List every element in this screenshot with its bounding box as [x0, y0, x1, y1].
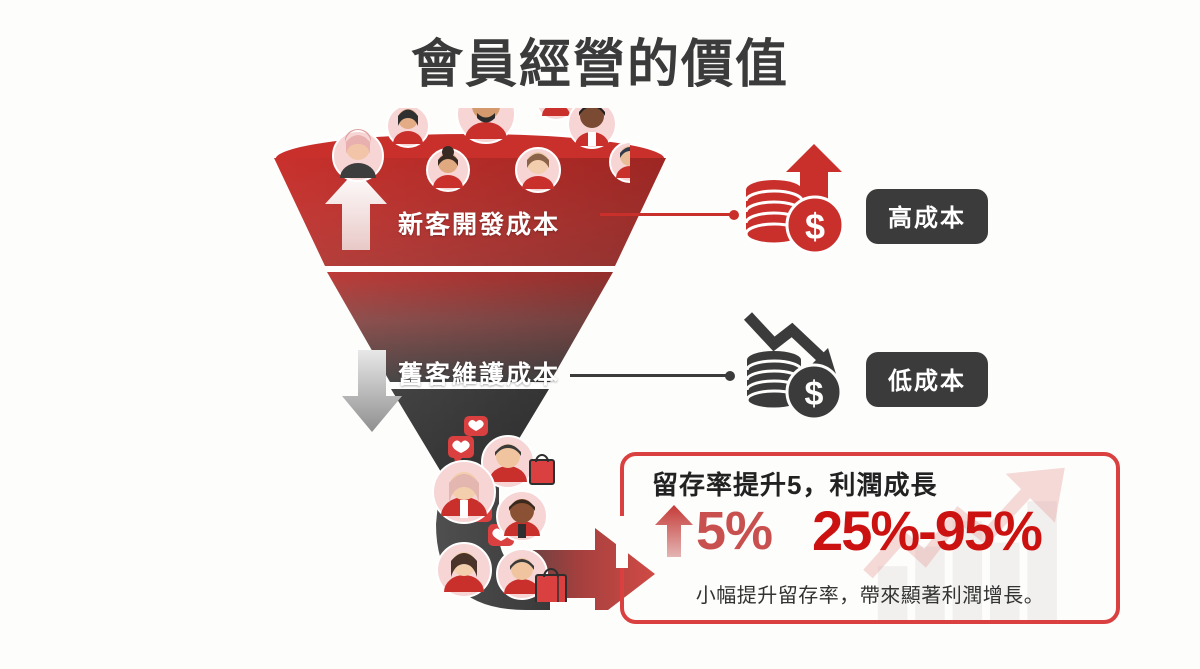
result-callout-box: 留存率提升5，利潤成長 5% 25%-95% [620, 452, 1120, 624]
growth-chart-watermark [863, 467, 1065, 620]
stats-row: 5% 25%-95% [652, 503, 1098, 559]
down-arrow-icon [342, 350, 402, 432]
coins-down-arrow-icon: $ [743, 312, 843, 421]
connector-line-high-cost [600, 209, 739, 220]
connector-dot [729, 209, 739, 220]
up-arrow-icon [325, 170, 387, 250]
loyal-customer-cluster [432, 416, 567, 602]
status-badge-high-cost: 高成本 [866, 189, 988, 244]
funnel-lower-label: 舊客維護成本 [398, 361, 561, 389]
callout-caption: 小幅提升留存率，帶來顯著利潤增長。 [695, 585, 1045, 607]
shopping-bag-icon [535, 568, 567, 602]
avatar [536, 108, 576, 121]
avatar [432, 460, 496, 524]
connector-line-low-cost [570, 370, 735, 381]
growth-arrow-icon [863, 467, 1065, 579]
avatar [332, 129, 384, 182]
avatar [426, 146, 470, 192]
retention-stat-value: 5% [696, 501, 773, 562]
profit-stat-value: 25%-95% [812, 499, 1043, 563]
status-badge-low-cost: 低成本 [866, 352, 988, 407]
funnel-upper-label: 新客開發成本 [398, 211, 561, 239]
avatar [481, 435, 535, 489]
svg-text:$: $ [805, 375, 824, 413]
avatar [496, 548, 548, 600]
avatar [609, 141, 630, 183]
page-title: 會員經營的價值 [410, 36, 789, 94]
dollar-coin-icon [785, 195, 845, 255]
dollar-coin-icon [785, 363, 843, 421]
avatar [436, 542, 492, 598]
avatar [386, 108, 430, 148]
callout-heading: 留存率提升5，利潤成長 [652, 470, 938, 500]
down-trend-line [743, 312, 830, 367]
funnel-top-avatars [332, 108, 630, 193]
svg-text:$: $ [805, 206, 825, 247]
avatar [515, 147, 561, 193]
up-arrow-icon [655, 505, 693, 558]
callout-arrow-notch [616, 516, 628, 568]
avatar [456, 108, 516, 144]
heart-bubble-icon [464, 416, 488, 436]
shopping-bag-icon [529, 454, 555, 485]
retention-stat: 5% [652, 501, 773, 562]
coins-up-arrow-icon: $ [744, 144, 845, 255]
avatar [567, 108, 617, 149]
connector-dot [725, 370, 735, 381]
heart-bubble-icon [448, 436, 474, 465]
avatar [496, 490, 548, 542]
